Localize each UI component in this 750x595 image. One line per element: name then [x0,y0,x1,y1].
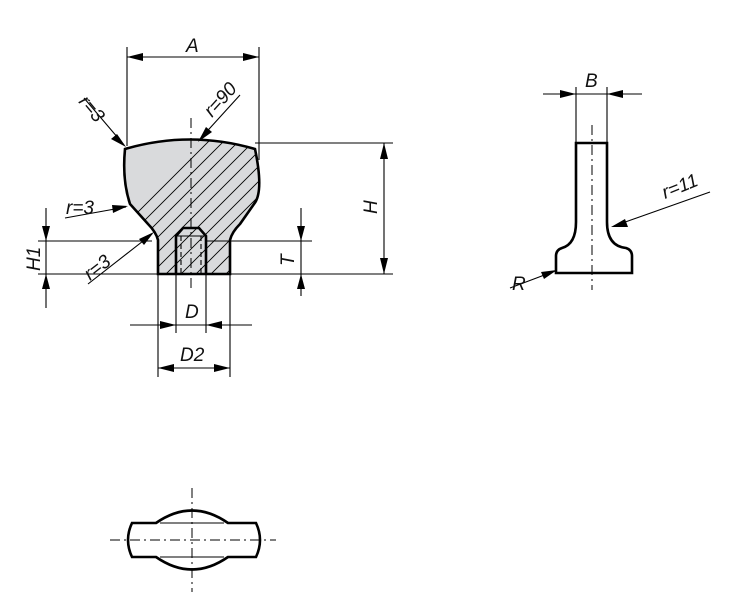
hatch-line [244,139,261,274]
dim-label-D2: D2 [180,345,205,366]
side-view: B r=11 R [509,71,711,295]
top-body [126,509,262,571]
hatch-line [124,139,261,274]
side-body [554,141,634,275]
section-hatching [124,100,550,300]
top-view [110,488,276,592]
dim-label-H1: H1 [24,247,45,271]
hatch-line [275,100,475,300]
hatch-line [154,139,261,274]
front-body-fill [124,139,260,274]
hatch-line [229,139,261,274]
hatch-line [169,139,261,274]
hatch-line [350,100,550,300]
dim-label-H: H [361,200,382,214]
hatch-line [259,139,261,274]
dim-label-D: D [185,302,199,323]
front-body-outline [122,138,261,276]
hatch-line [290,100,490,300]
radius-label-r11: r=11 [659,170,701,203]
radius-label-mid-left: r=3 [66,198,94,219]
hatch-line [139,139,261,274]
dim-label-B: B [585,71,598,92]
hatch-line [124,139,251,274]
radius-label-top-left: r=3 [74,92,108,127]
hatch-line [184,139,261,274]
hatch-line [320,100,520,300]
hatch-line [305,100,505,300]
radius-label-R: R [512,274,526,295]
dim-label-A: A [185,36,199,57]
dim-label-T: T [278,253,299,266]
hatch-line [124,139,261,274]
front-section-view [122,100,550,300]
hatch-line [335,100,535,300]
radius-label-lower: r=3 [80,251,115,285]
